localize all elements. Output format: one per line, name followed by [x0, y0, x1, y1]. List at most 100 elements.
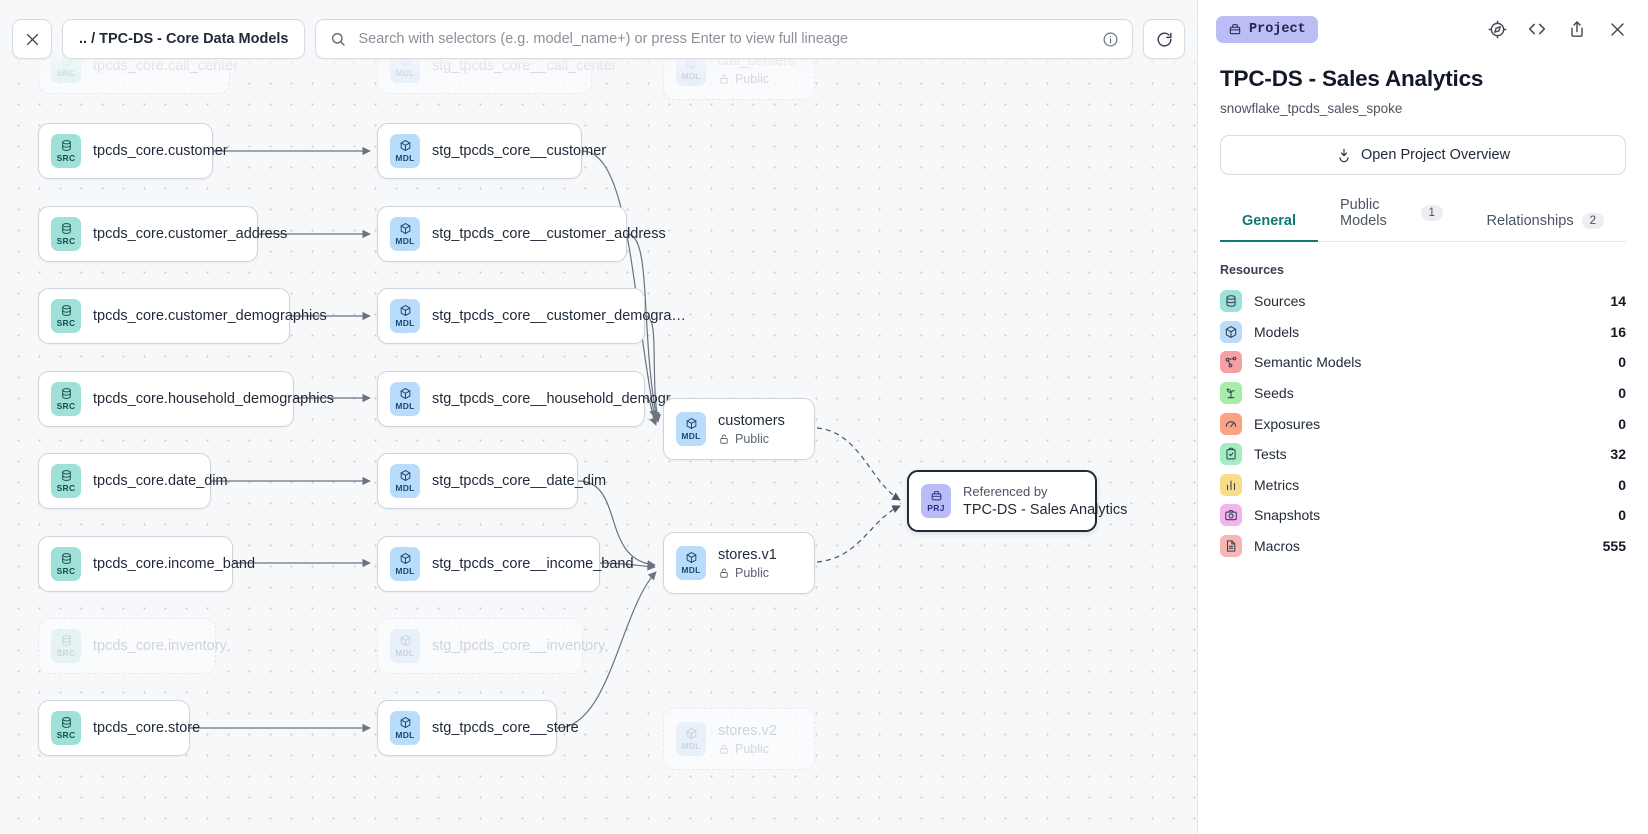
lineage-node-title: tpcds_core.customer_address: [93, 226, 287, 242]
src-badge-icon: SRC: [51, 382, 81, 416]
resources-section-label: Resources: [1220, 263, 1626, 277]
close-panel-icon[interactable]: [1602, 14, 1632, 44]
lineage-node-title: stg_tpcds_core__income_band: [432, 556, 634, 572]
lineage-toolbar: .. / TPC-DS - Core Data Models: [0, 0, 1197, 78]
resource-row[interactable]: Exposures0: [1220, 408, 1626, 439]
mdl-badge-icon: MDL: [390, 217, 420, 251]
tab-public-models[interactable]: Public Models1: [1318, 197, 1465, 242]
resource-row[interactable]: Semantic Models0: [1220, 347, 1626, 378]
cube-icon: [399, 552, 412, 565]
lineage-node[interactable]: MDLstores.v2Public: [663, 708, 815, 770]
lineage-node[interactable]: SRCtpcds_core.date_dim: [38, 453, 211, 509]
lineage-search[interactable]: [315, 19, 1133, 59]
cube-icon: [399, 304, 412, 317]
lineage-node[interactable]: MDLstg_tpcds_core__customer_address: [377, 206, 627, 262]
lineage-canvas[interactable]: SRCtpcds_core.call_centerMDLstg_tpcds_co…: [0, 0, 1197, 834]
lineage-node[interactable]: MDLstores.v1Public: [663, 532, 815, 594]
database-icon: [60, 222, 73, 235]
search-icon: [330, 31, 346, 47]
share-icon[interactable]: [1562, 14, 1592, 44]
breadcrumb[interactable]: .. / TPC-DS - Core Data Models: [62, 19, 305, 59]
src-badge-icon: SRC: [51, 629, 81, 663]
lineage-node-title: tpcds_core.inventory: [93, 638, 227, 654]
gauge-icon: [1220, 413, 1242, 435]
resource-row[interactable]: Macros555: [1220, 531, 1626, 562]
lineage-node[interactable]: MDLstg_tpcds_core__income_band: [377, 536, 600, 592]
lineage-node-title: stg_tpcds_core__customer_address: [432, 226, 666, 242]
resource-count: 0: [1618, 477, 1626, 493]
cube-icon: [399, 139, 412, 152]
open-project-overview-button[interactable]: Open Project Overview: [1220, 135, 1626, 175]
code-icon[interactable]: [1522, 14, 1552, 44]
lineage-node[interactable]: SRCtpcds_core.household_demographics: [38, 371, 294, 427]
resource-row[interactable]: Snapshots0: [1220, 500, 1626, 531]
database-icon: [60, 387, 73, 400]
lineage-node[interactable]: PRJReferenced byTPC-DS - Sales Analytics: [907, 470, 1097, 532]
lineage-node-labels: stg_tpcds_core__store: [432, 720, 579, 736]
tab-label: Public Models: [1340, 197, 1413, 229]
details-panel-header: Project: [1198, 0, 1648, 58]
lineage-node[interactable]: MDLstg_tpcds_core__store: [377, 700, 557, 756]
lineage-node-visibility: Public: [718, 566, 777, 580]
lineage-node[interactable]: SRCtpcds_core.inventory: [38, 618, 216, 674]
lineage-node-title: stg_tpcds_core__store: [432, 720, 579, 736]
resource-row[interactable]: Metrics0: [1220, 470, 1626, 501]
resource-count: 0: [1618, 416, 1626, 432]
database-icon: [60, 304, 73, 317]
lineage-node[interactable]: SRCtpcds_core.store: [38, 700, 190, 756]
lineage-node-labels: tpcds_core.income_band: [93, 556, 255, 572]
lineage-node[interactable]: SRCtpcds_core.customer_address: [38, 206, 258, 262]
lineage-node-visibility-label: Public: [735, 566, 769, 580]
database-icon: [60, 552, 73, 565]
graph-nodes-icon: [1220, 351, 1242, 373]
resource-name: Snapshots: [1254, 507, 1606, 523]
open-project-overview-label: Open Project Overview: [1361, 147, 1510, 163]
resource-count: 14: [1610, 293, 1626, 309]
cube-icon: [399, 716, 412, 729]
lineage-node[interactable]: MDLstg_tpcds_core__household_demogr…: [377, 371, 645, 427]
cube-icon: [399, 634, 412, 647]
explore-compass-icon[interactable]: [1482, 14, 1512, 44]
refresh-button[interactable]: [1143, 19, 1185, 59]
details-panel-body: TPC-DS - Sales Analytics snowflake_tpcds…: [1198, 58, 1648, 561]
info-icon[interactable]: [1102, 31, 1119, 48]
project-icon: [930, 489, 943, 502]
resource-row[interactable]: Sources14: [1220, 286, 1626, 317]
resource-row[interactable]: Models16: [1220, 317, 1626, 348]
lineage-node[interactable]: SRCtpcds_core.income_band: [38, 536, 233, 592]
tab-general[interactable]: General: [1220, 213, 1318, 242]
lineage-node-title: tpcds_core.store: [93, 720, 200, 736]
tab-label: Relationships: [1487, 213, 1574, 229]
lineage-node[interactable]: MDLstg_tpcds_core__inventory: [377, 618, 583, 674]
tab-relationships[interactable]: Relationships2: [1465, 213, 1626, 242]
lineage-node-title: stg_tpcds_core__household_demogr…: [432, 391, 685, 407]
search-input[interactable]: [356, 30, 1092, 48]
resource-row[interactable]: Tests32: [1220, 439, 1626, 470]
lineage-node[interactable]: SRCtpcds_core.customer: [38, 123, 213, 179]
database-icon: [60, 716, 73, 729]
prj-badge-icon: PRJ: [921, 484, 951, 518]
sprout-icon: [1220, 382, 1242, 404]
lineage-node[interactable]: MDLstg_tpcds_core__customer: [377, 123, 582, 179]
src-badge-icon: SRC: [51, 464, 81, 498]
resource-count: 0: [1618, 385, 1626, 401]
panel-tabs: GeneralPublic Models1Relationships2: [1220, 197, 1626, 242]
lineage-node[interactable]: MDLstg_tpcds_core__customer_demogra…: [377, 288, 645, 344]
resource-row[interactable]: Seeds0: [1220, 378, 1626, 409]
lineage-node-labels: stg_tpcds_core__income_band: [432, 556, 634, 572]
lineage-node[interactable]: MDLstg_tpcds_core__date_dim: [377, 453, 578, 509]
mdl-badge-icon: MDL: [390, 464, 420, 498]
close-lineage-button[interactable]: [12, 19, 52, 59]
resource-count: 16: [1610, 324, 1626, 340]
resource-name: Macros: [1254, 538, 1591, 554]
document-icon: [1220, 535, 1242, 557]
lineage-node-title: tpcds_core.income_band: [93, 556, 255, 572]
lineage-node[interactable]: SRCtpcds_core.customer_demographics: [38, 288, 290, 344]
database-icon: [60, 634, 73, 647]
lineage-node[interactable]: MDLcustomersPublic: [663, 398, 815, 460]
lineage-node-title: stores.v2: [718, 723, 777, 739]
lineage-node-visibility: Public: [718, 432, 785, 446]
resource-name: Tests: [1254, 446, 1598, 462]
database-icon: [60, 469, 73, 482]
